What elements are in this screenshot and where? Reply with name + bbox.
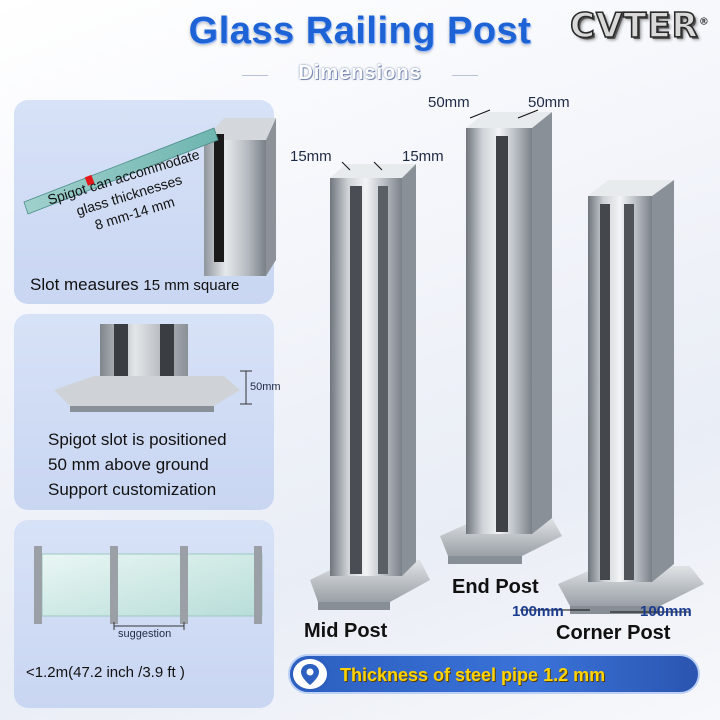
subtitle: Dimensions [298, 62, 422, 84]
brand-logo: CVTER® [569, 5, 710, 47]
corner-dim-right: 100mm [640, 603, 692, 620]
railing-spacing-illustration [34, 546, 263, 630]
height-dimension-label: 50mm [250, 381, 281, 393]
end-dim-left: 50mm [428, 94, 470, 111]
page-title: Glass Railing Post [188, 10, 532, 52]
panel-slot-size: Spigot can accommodate glass thicknesses… [14, 100, 276, 304]
end-post [440, 112, 562, 564]
base-plate-illustration [54, 324, 252, 412]
end-post-label: End Post [452, 576, 539, 598]
mid-post-label: Mid Post [304, 620, 388, 642]
subtitle-block: Dimensions [242, 62, 478, 84]
subtitle-divider-right [452, 75, 478, 76]
posts-illustration [310, 109, 704, 614]
slot-caption: Slot measures 15 mm square [30, 275, 239, 295]
slot-position-line-2: 50 mm above ground [48, 455, 209, 474]
location-pin-icon [290, 656, 330, 692]
pipe-thickness-text: Thickness of steel pipe 1.2 mm [340, 665, 606, 685]
slot-caption-prefix: Slot measures [30, 275, 139, 294]
spacing-value: <1.2m(47.2 inch /3.9 ft ) [26, 664, 185, 681]
pipe-thickness-banner: Thickness of steel pipe 1.2 mm [288, 654, 700, 694]
slot-position-line-3: Support customization [48, 480, 217, 499]
mid-post [310, 164, 430, 610]
slot-caption-value: 15 mm square [143, 277, 240, 294]
slot-position-line-1: Spigot slot is positioned [48, 430, 227, 449]
mid-dim-left: 15mm [290, 148, 332, 165]
panel-slot-height: 50mm Spigot slot is positioned 50 mm abo… [14, 314, 281, 510]
spigot-slot-illustration [23, 118, 276, 276]
spacing-suggestion-label: suggestion [118, 628, 172, 640]
subtitle-divider-left [242, 75, 268, 76]
mid-dim-right: 15mm [402, 148, 444, 165]
corner-dim-left: 100mm [512, 603, 564, 620]
corner-post-label: Corner Post [556, 622, 671, 644]
end-dim-right: 50mm [528, 94, 570, 111]
corner-post [558, 180, 704, 614]
dimension-lines [341, 109, 690, 613]
panel-post-spacing: suggestion <1.2m(47.2 inch /3.9 ft ) [14, 520, 274, 708]
